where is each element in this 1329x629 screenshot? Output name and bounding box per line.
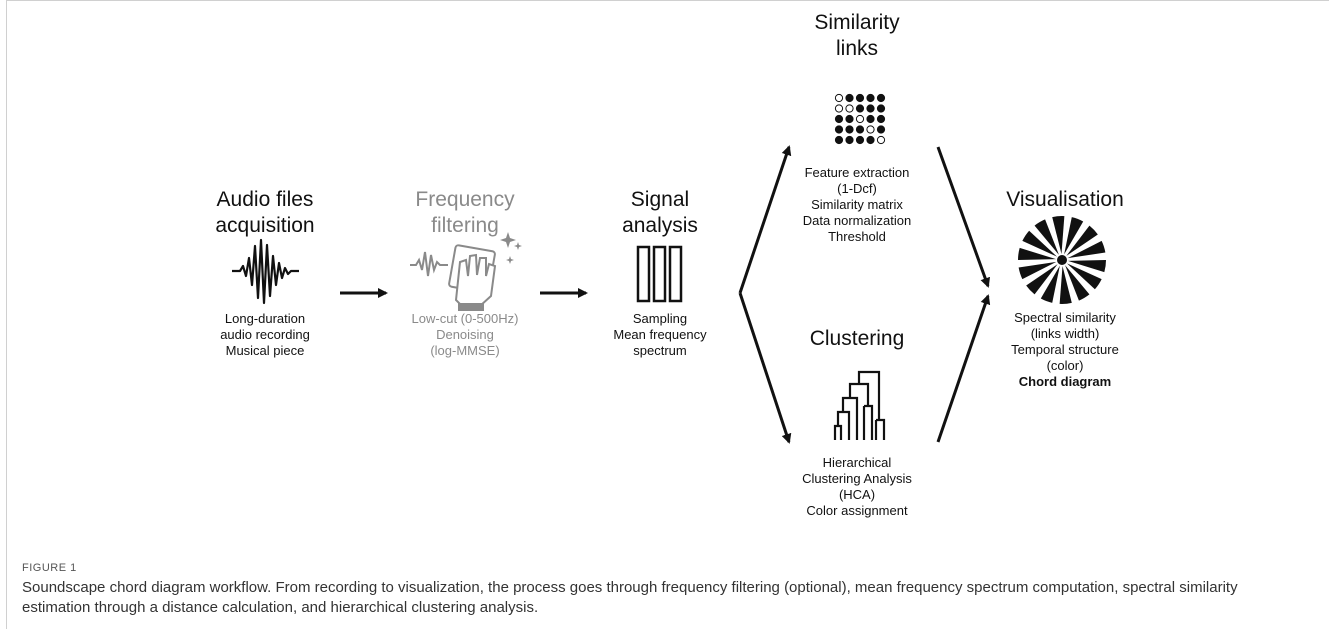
arrow-to-similarity bbox=[738, 145, 792, 294]
signal-step-title: Signal analysis bbox=[622, 188, 698, 237]
visual-step-desc: Spectral similarity (links width) Tempor… bbox=[980, 310, 1150, 390]
workflow-diagram: Audio files acquisition Long-duration au… bbox=[215, 11, 1150, 518]
similarity-step-desc: Feature extraction (1-Dcf) Similarity ma… bbox=[802, 165, 912, 244]
signal-step-desc: Sampling Mean frequency spectrum bbox=[613, 311, 707, 358]
similarity-step-title: Similarity links bbox=[814, 11, 900, 60]
cleaning-hand-icon bbox=[410, 232, 522, 311]
clustering-step-title: Clustering bbox=[809, 327, 905, 350]
filter-step-desc: Low-cut (0-500Hz) Denoising (log-MMSE) bbox=[411, 311, 519, 358]
diagram-graphics bbox=[232, 93, 1106, 444]
figure-caption: Soundscape chord diagram workflow. From … bbox=[22, 579, 1238, 616]
dendrogram-icon bbox=[833, 370, 886, 440]
chord-wheel-icon bbox=[1018, 216, 1106, 304]
arrow-clustering-to-visual bbox=[936, 294, 991, 443]
waveform-icon bbox=[232, 238, 299, 305]
chord-diagram-label: Chord diagram bbox=[1018, 374, 1112, 389]
figure-label: FIGURE 1 bbox=[22, 562, 77, 574]
figure-frame bbox=[6, 0, 1329, 629]
dot-matrix-icon bbox=[834, 93, 886, 145]
filter-step-title: Frequency filtering bbox=[415, 188, 515, 237]
clustering-step-desc: Hierarchical Clustering Analysis (HCA) C… bbox=[802, 455, 912, 518]
audio-step-desc: Long-duration audio recording Musical pi… bbox=[220, 311, 310, 358]
arrow-similarity-to-visual bbox=[936, 146, 990, 288]
audio-step-title: Audio files acquisition bbox=[215, 188, 315, 237]
visual-step-title: Visualisation bbox=[1006, 188, 1124, 211]
bars-icon bbox=[636, 245, 683, 303]
arrow-to-clustering bbox=[738, 292, 792, 444]
